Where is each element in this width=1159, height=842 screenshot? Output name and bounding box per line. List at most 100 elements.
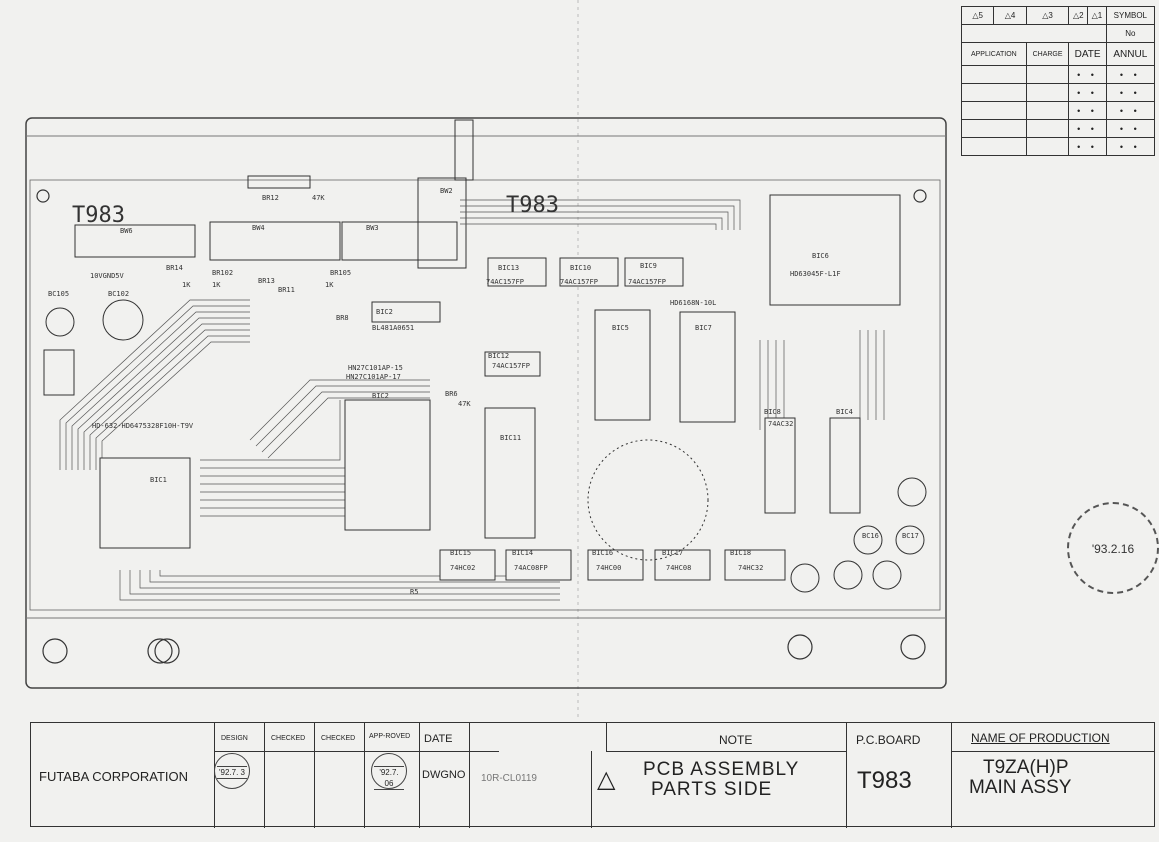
title-block: FUTABA CORPORATION DESIGN '92.7. 3 CHECK…: [30, 722, 1155, 828]
label-bic2: BIC2: [372, 392, 389, 400]
label-bic12: BIC12: [488, 352, 509, 360]
label-1k-1: 1K: [182, 281, 191, 289]
label-bc16: BC16: [862, 532, 879, 540]
label-bic7-part: HD6168N-10L: [670, 299, 716, 307]
production-value-1: T9ZA(H)P: [983, 757, 1069, 778]
ic-bic17: [654, 549, 711, 581]
label-bic1-part: HD-632-HD6475328F10H-T9V: [92, 422, 194, 430]
label-bic18-part: 74HC32: [738, 564, 763, 572]
cap-bc102: [102, 299, 144, 341]
mount-hole-bl: [42, 638, 68, 664]
board-label-left: T983: [72, 203, 125, 228]
label-bw3: BW3: [366, 224, 379, 232]
label-r5: R5: [410, 588, 418, 596]
ic-bic14: [505, 549, 572, 581]
label-bw6: BW6: [120, 227, 133, 235]
label-bic8-part: 74AC32: [768, 420, 793, 428]
note-text-2: PARTS SIDE: [651, 779, 773, 800]
label-bic10-part: 74AC157FP: [560, 278, 598, 286]
charge-label: CHARGE: [1025, 42, 1070, 66]
label-bic3-part: HN27C101AP-17: [346, 373, 401, 381]
label-1k-2: 1K: [212, 281, 221, 289]
cap-bc16: [853, 525, 883, 555]
revision-table: △5 △4 △3 △2 △1 SYMBOL No APPLICATION CHA…: [960, 6, 1156, 156]
mount-hole-br: [787, 634, 813, 660]
label-bic14-part: 74AC08FP: [514, 564, 548, 572]
pcb-drawing: T983 T983 BW6 BW4 BW3 BW2 BR12 47K BR14 …: [25, 0, 947, 720]
ic-bic9: [624, 257, 684, 287]
label-eprom: HN27C101AP-15: [348, 364, 403, 372]
label-47k-2: 47K: [458, 400, 471, 408]
mount-hole-bl2: [147, 638, 173, 664]
label-bic2-chip: BIC2: [376, 308, 393, 316]
label-1k-3: 1K: [325, 281, 334, 289]
label-bc102: BC102: [108, 290, 129, 298]
ic-bic15: [439, 549, 496, 581]
area-dashed: [587, 439, 709, 561]
label-bic4: BIC4: [836, 408, 853, 416]
label-bic6: BIC6: [812, 252, 829, 260]
ic-bic5: [594, 309, 651, 421]
label-bic18: BIC18: [730, 549, 751, 557]
label-bic16-part: 74HC00: [596, 564, 621, 572]
label-bic14: BIC14: [512, 549, 533, 557]
note-text-1: PCB ASSEMBLY: [643, 759, 800, 780]
note-triangle-icon: △: [597, 766, 616, 793]
trace-bundles: [59, 199, 885, 601]
label-br105: BR105: [330, 269, 351, 277]
label-bic17: BIC17: [662, 549, 683, 557]
pcb-value: T983: [857, 767, 912, 794]
board-label-center: T983: [506, 193, 559, 218]
production-value-2: MAIN ASSY: [969, 777, 1072, 798]
label-bic15: BIC15: [450, 549, 471, 557]
connector-bw3: [341, 221, 458, 261]
label-bic11: BIC11: [500, 434, 521, 442]
label-bic13-part: 74AC157FP: [486, 278, 524, 286]
board-outline: [25, 117, 947, 689]
ic-bic8: [764, 417, 796, 514]
ic-bic2: [344, 399, 431, 531]
cap-bc17: [895, 525, 925, 555]
ic-bic2-chip: [371, 301, 441, 323]
label-br11: BR11: [278, 286, 295, 294]
connector-bw2: [417, 177, 467, 269]
label-bic12-part: 74AC157FP: [492, 362, 530, 370]
company-name: FUTABA CORPORATION: [39, 769, 189, 784]
label-47k-1: 47K: [312, 194, 325, 202]
label-bic2-part: BL481A0651: [372, 324, 414, 332]
ic-bic13: [487, 257, 547, 287]
design-label: DESIGN: [221, 735, 248, 742]
ic-bic6: [769, 194, 901, 306]
label-bic5: BIC5: [612, 324, 629, 332]
label-bic17-part: 74HC08: [666, 564, 691, 572]
application-label: APPLICATION: [961, 42, 1027, 66]
label-bic7: BIC7: [695, 324, 712, 332]
dwgno-label: DWGNO: [422, 769, 466, 781]
label-bic1: BIC1: [150, 476, 167, 484]
label-bc17: BC17: [902, 532, 919, 540]
ic-bic7: [679, 311, 736, 423]
checked-label-2: CHECKED: [321, 735, 356, 742]
label-bic9-part: 74AC157FP: [628, 278, 666, 286]
checked-label-1: CHECKED: [271, 735, 306, 742]
approved-stamp: '92.7. 06: [371, 753, 407, 790]
drawing-number: 10R-CL0119: [481, 773, 537, 784]
label-power: 10VGND5V: [90, 272, 125, 280]
design-stamp: '92.7. 3: [214, 753, 250, 789]
label-br13: BR13: [258, 277, 275, 285]
note-label: NOTE: [719, 733, 753, 747]
ic-bic10: [559, 257, 619, 287]
ic-bic11: [484, 407, 536, 539]
date-label: DATE: [424, 733, 453, 745]
connector-bw4: [209, 221, 341, 261]
ic-bic18: [724, 549, 786, 581]
ic-bic16: [587, 549, 644, 581]
label-br14: BR14: [166, 264, 183, 272]
approved-label: APP-ROVED: [369, 733, 411, 740]
label-br12: BR12: [262, 194, 279, 202]
ic-bic4: [829, 417, 861, 514]
label-bw2: BW2: [440, 187, 453, 195]
label-br102: BR102: [212, 269, 233, 277]
label-br6: BR6: [445, 390, 458, 398]
label-bw4: BW4: [252, 224, 265, 232]
